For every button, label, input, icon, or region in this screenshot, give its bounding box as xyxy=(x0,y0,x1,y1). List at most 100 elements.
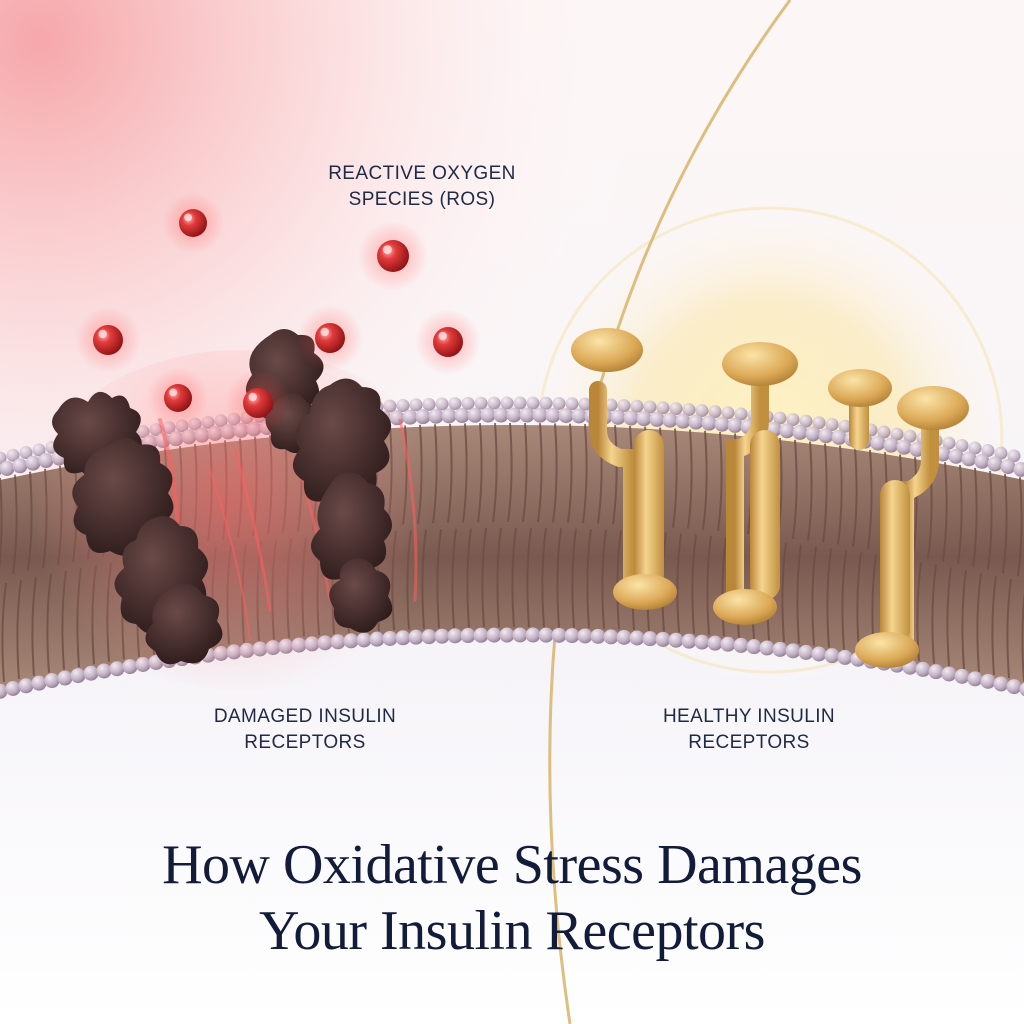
lipid-head xyxy=(792,424,808,440)
lipid-head xyxy=(590,628,606,644)
lipid-head xyxy=(486,627,502,643)
lipid-head xyxy=(565,397,579,411)
lipid-head xyxy=(526,396,540,410)
lipid-tail xyxy=(507,422,513,523)
lipid-tail xyxy=(721,536,727,637)
lipid-tail xyxy=(991,575,997,676)
lipid-head xyxy=(564,628,580,644)
ros-sphere xyxy=(415,309,481,375)
lipid-head xyxy=(460,628,476,644)
ros-sphere xyxy=(357,220,429,292)
lipid-head xyxy=(643,400,657,414)
lipid-tail xyxy=(496,527,502,628)
lipid-tail xyxy=(702,430,708,530)
lipid-head xyxy=(519,407,535,423)
lipid-head xyxy=(954,668,970,684)
lipid-head xyxy=(785,643,801,659)
lipid-head xyxy=(6,448,20,462)
lipid-head xyxy=(0,461,15,477)
lipid-head xyxy=(525,627,541,643)
lipid-head xyxy=(942,436,956,450)
lipid-head xyxy=(447,628,463,644)
lipid-head xyxy=(838,419,852,433)
lipid-tail xyxy=(1,582,7,683)
lipid-head xyxy=(798,644,814,660)
lipid-tail xyxy=(976,572,982,673)
lipid-tail xyxy=(616,530,622,630)
ros-sphere xyxy=(147,367,209,429)
lipid-head xyxy=(1006,679,1022,695)
lipid-head xyxy=(812,416,826,430)
lipid-tail xyxy=(466,528,472,628)
lipid-head xyxy=(18,678,34,694)
lipid-head xyxy=(448,397,462,411)
lipid-tail xyxy=(972,467,978,568)
lipid-tail xyxy=(676,533,682,633)
lipid-tail xyxy=(957,465,963,565)
lipid-tail xyxy=(556,528,562,628)
lipid-head xyxy=(31,675,47,691)
lipid-head xyxy=(655,631,671,647)
lipid-head xyxy=(721,406,735,420)
lipid-head xyxy=(558,408,574,424)
ros-sphere xyxy=(75,307,141,373)
lipid-head xyxy=(629,630,645,646)
lipid-head xyxy=(545,407,561,423)
lipid-tail xyxy=(852,447,858,547)
lipid-head xyxy=(610,409,626,425)
lipid-tail xyxy=(867,449,873,550)
ros-label: REACTIVE OXYGEN SPECIES (ROS) xyxy=(328,163,516,210)
lipid-tail xyxy=(552,423,558,523)
lipid-head xyxy=(877,425,891,439)
lipid-tail xyxy=(837,445,843,545)
lipid-tail xyxy=(811,546,817,646)
lipid-head xyxy=(57,670,73,686)
lipid-tail xyxy=(522,422,528,523)
lipid-head xyxy=(714,416,730,432)
lipid-head xyxy=(799,414,813,428)
lipid-head xyxy=(616,629,632,645)
lipid-tail xyxy=(541,528,547,628)
lipid-tail xyxy=(672,428,678,528)
lipid-tail xyxy=(717,432,723,532)
lipid-head xyxy=(695,404,709,418)
lipid-tail xyxy=(942,462,948,562)
lipid-head xyxy=(1013,461,1024,477)
lipid-head xyxy=(733,637,749,653)
lipid-head xyxy=(70,668,86,684)
lipid-head xyxy=(961,451,977,467)
lipid-head xyxy=(805,426,821,442)
lipid-tail xyxy=(781,542,787,643)
healthy-receptor xyxy=(571,328,677,610)
lipid-head xyxy=(532,407,548,423)
lipid-tail xyxy=(16,579,22,679)
lipid-head xyxy=(83,665,99,681)
lipid-tail xyxy=(691,534,697,634)
lipid-head xyxy=(968,441,982,455)
lipid-tail xyxy=(526,527,532,628)
lipid-head xyxy=(981,444,995,458)
lipid-head xyxy=(662,412,678,428)
lipid-head xyxy=(539,396,553,410)
lipid-tail xyxy=(912,457,918,557)
lipid-head xyxy=(96,663,112,679)
lipid-head xyxy=(759,640,775,656)
lipid-head xyxy=(883,437,899,453)
lipid-head xyxy=(825,417,839,431)
lipid-head xyxy=(779,423,795,439)
lipid-head xyxy=(980,673,996,689)
lipid-head xyxy=(552,396,566,410)
lipid-head xyxy=(831,429,847,445)
lipid-head xyxy=(909,441,925,457)
lipid-head xyxy=(656,401,670,415)
lipid-tail xyxy=(826,548,832,648)
lipid-head xyxy=(500,396,514,410)
lipid-head xyxy=(688,414,704,430)
damaged-receptors-label: DAMAGED INSULIN RECEPTORS xyxy=(213,706,397,753)
lipid-head xyxy=(5,681,21,697)
lipid-head xyxy=(993,676,1009,692)
lipid-head xyxy=(928,664,944,680)
lipid-head xyxy=(967,671,983,687)
